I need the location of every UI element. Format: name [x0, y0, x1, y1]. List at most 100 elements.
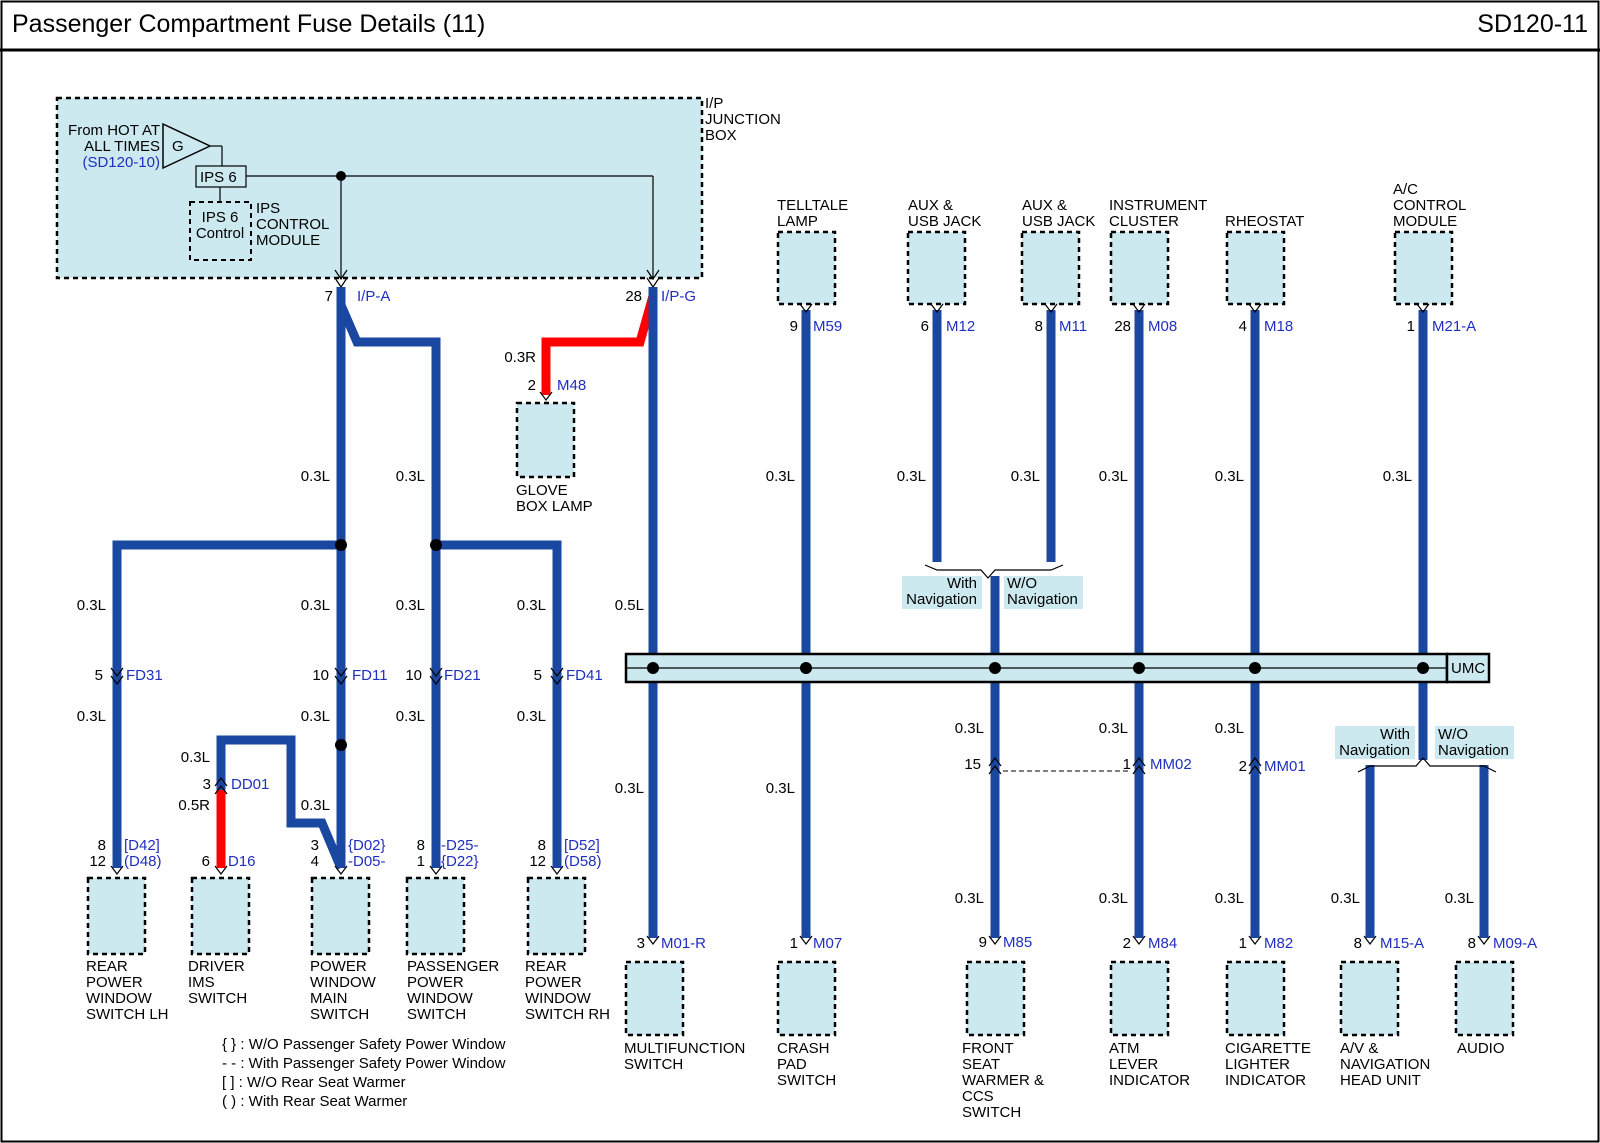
- m21a-connector-symbol: [1416, 303, 1430, 313]
- m12-connector: M12: [946, 318, 975, 335]
- ipa-connector: I/P-A: [357, 288, 390, 305]
- gauge-label: 0.3L: [955, 890, 984, 907]
- splice-dot: [335, 739, 347, 751]
- ipa-pin: 7: [325, 288, 333, 305]
- m15a-pin: 8: [1354, 935, 1362, 952]
- m07-connector: M07: [813, 935, 842, 952]
- passenger-power-window-switch: [405, 876, 466, 956]
- m84-pin: 2: [1123, 935, 1131, 952]
- m09a-pin: 8: [1468, 935, 1476, 952]
- fd41-connector-symbol: [550, 667, 564, 685]
- rheostat: [1225, 230, 1286, 306]
- d05-pin: 4: [311, 853, 319, 870]
- gauge-label: 0.3L: [1331, 890, 1360, 907]
- gauge-label: 0.3L: [1383, 468, 1412, 485]
- splice-dot: [336, 171, 346, 181]
- audio-label: AUDIO: [1457, 1040, 1505, 1057]
- umc-splice-dot: [1249, 662, 1261, 674]
- fd21-pin: 10: [405, 667, 422, 684]
- gauge-label: 0.3L: [181, 749, 210, 766]
- d48-pin: 12: [89, 853, 106, 870]
- legend-item: - - : With Passenger Safety Power Window: [222, 1055, 506, 1072]
- wire-glove-red: [541, 294, 658, 395]
- umc-splice-dot: [800, 662, 812, 674]
- ips6-label: IPS 6: [200, 169, 237, 186]
- gauge-label: 0.3L: [615, 780, 644, 797]
- m48-pin: 2: [528, 377, 536, 394]
- d02-pin: 3: [311, 837, 319, 854]
- m07-connector-symbol: [799, 935, 813, 945]
- gauge-label: 0.3L: [1099, 720, 1128, 737]
- gauge-label: 0.3L: [1215, 890, 1244, 907]
- d58-pin: 12: [529, 853, 546, 870]
- fd31-connector: FD31: [126, 667, 163, 684]
- d05-connector: -D05-: [348, 853, 386, 870]
- gauge-label: 0.3L: [517, 708, 546, 725]
- atm-lever-indicator: [1109, 960, 1170, 1037]
- without-navigation-tag: [1004, 576, 1083, 609]
- gauge-label: 0.3L: [396, 708, 425, 725]
- mm02-connector-symbol: [1132, 757, 1146, 775]
- glove-box-lamp: [515, 401, 576, 479]
- m11-connector: M11: [1059, 318, 1087, 335]
- m01r-pin: 3: [637, 935, 645, 952]
- gauge-label: 0.3L: [301, 797, 330, 814]
- cigarette-lighter-indicator: [1225, 960, 1286, 1037]
- m08-connector-symbol: [1132, 303, 1146, 313]
- d52-connector-symbol: [550, 865, 564, 875]
- fd11-pin: 10: [312, 667, 329, 684]
- page-code: SD120-11: [1477, 10, 1588, 38]
- d42-pin: 8: [98, 837, 106, 854]
- wire-gauge-labels: 0.3L 0.3L 0.3L 0.3L 0.3L 0.3L 0.5L 0.3L …: [77, 468, 1474, 907]
- m85-connector: M85: [1003, 934, 1032, 951]
- m21a-connector: M21-A: [1432, 318, 1476, 335]
- m15a-connector-symbol: [1363, 935, 1377, 945]
- m11-connector-symbol: [1044, 303, 1058, 313]
- d02-connector-symbol: [334, 865, 348, 875]
- gauge-label: 0.3L: [301, 597, 330, 614]
- dd01-pin: 3: [203, 776, 211, 793]
- m59-connector: M59: [813, 318, 842, 335]
- m01r-connector: M01-R: [661, 935, 706, 952]
- gauge-label: 0.3L: [1011, 468, 1040, 485]
- m18-connector-symbol: [1248, 303, 1262, 313]
- gauge-label: 0.5R: [178, 797, 210, 814]
- gauge-label: 0.3L: [77, 708, 106, 725]
- fuse-source-symbol: [162, 122, 212, 170]
- rear-power-window-switch-rh: [526, 876, 587, 956]
- d02-connector: {D02}: [348, 837, 386, 854]
- rear-power-window-switch-lh: [86, 876, 147, 956]
- front-seat-warmer-ccs-switch: [965, 960, 1026, 1037]
- mm01-connector-symbol: [1248, 757, 1262, 775]
- m09a-connector: M09-A: [1493, 935, 1537, 952]
- mm02-pin: 1: [1123, 756, 1131, 773]
- m59-pin: 9: [790, 318, 798, 335]
- gauge-label: 0.3L: [955, 720, 984, 737]
- m08-connector: M08: [1148, 318, 1177, 335]
- umc-splice-dot: [647, 662, 659, 674]
- navigation-split-upper: [924, 564, 1064, 579]
- mm01-connector: MM01: [1264, 758, 1306, 775]
- gauge-label: 0.3L: [301, 708, 330, 725]
- m82-connector: M82: [1264, 935, 1293, 952]
- m48-connector-symbol: [539, 391, 553, 401]
- d58-connector: (D58): [564, 853, 602, 870]
- m15a-connector: M15-A: [1380, 935, 1424, 952]
- gauge-label: 0.5L: [615, 597, 644, 614]
- without-navigation-tag: [1435, 726, 1514, 759]
- fd31-connector-symbol: [110, 667, 124, 685]
